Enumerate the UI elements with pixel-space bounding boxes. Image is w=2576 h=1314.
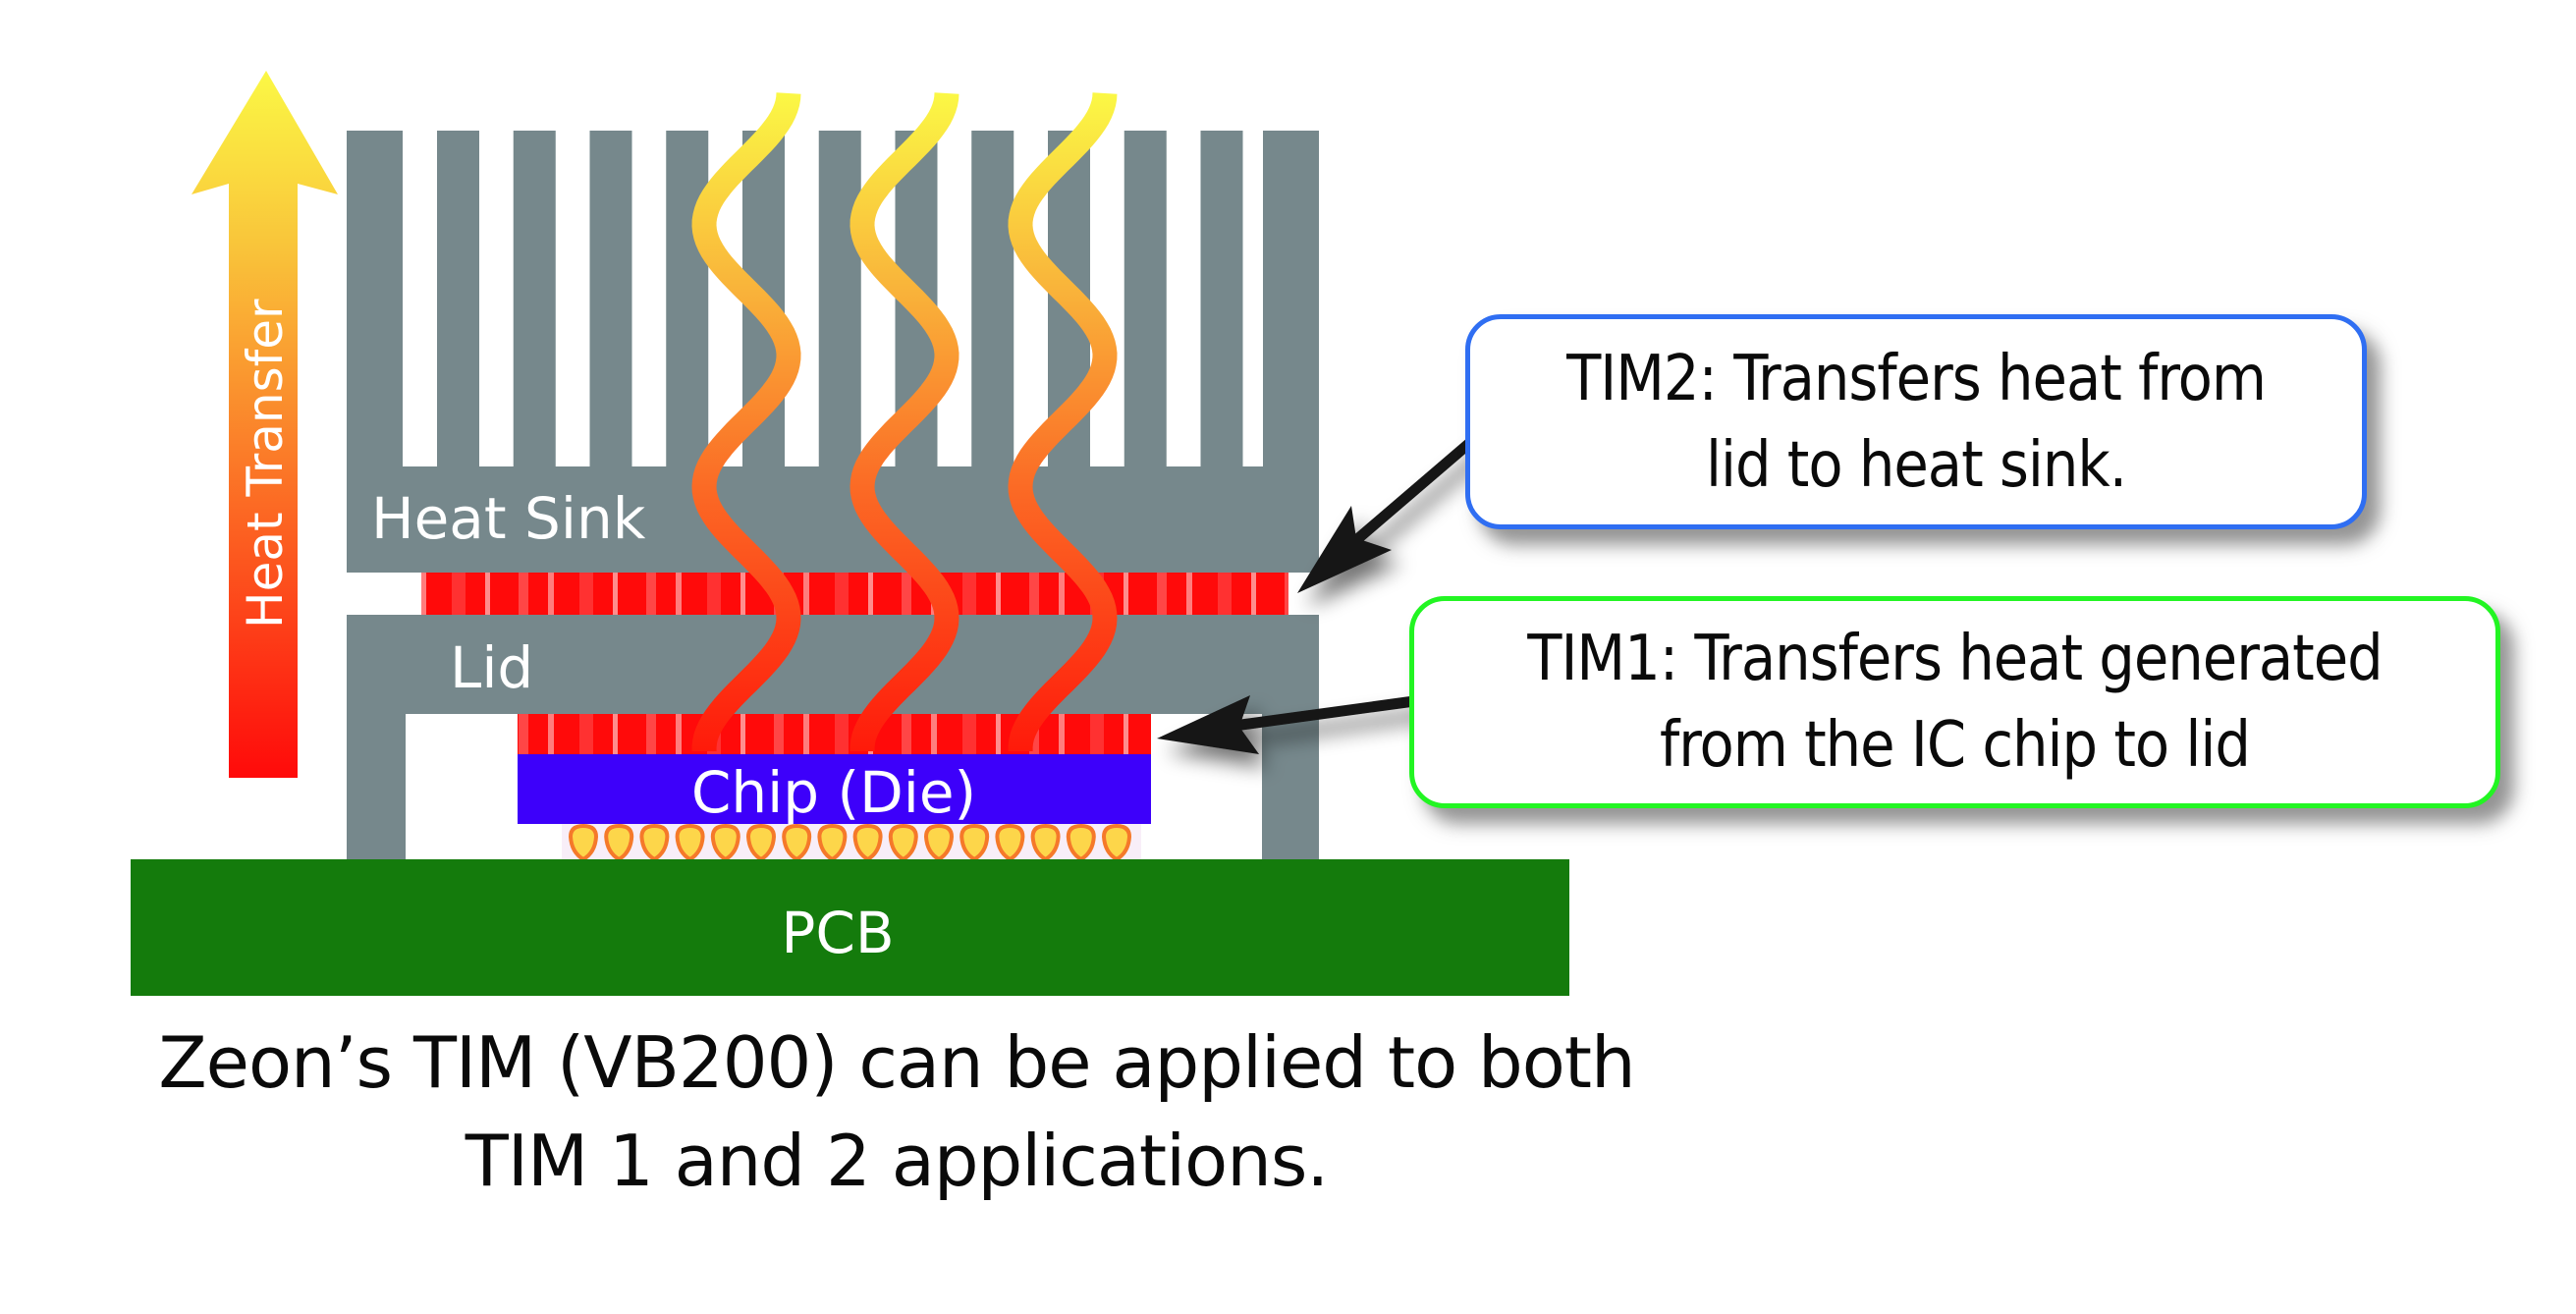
- heat-transfer-arrow-shape: [192, 71, 338, 778]
- tim2-pointer-head: [1297, 506, 1392, 593]
- tim1-layer: [518, 714, 1151, 754]
- solder-ball: [959, 823, 990, 862]
- pcb-shape: [131, 859, 1569, 996]
- heat-sink-label: Heat Sink: [371, 485, 646, 552]
- heat-wave: [1008, 92, 1118, 751]
- heat-sink-fin: [437, 131, 479, 467]
- solder-ball: [639, 823, 670, 862]
- pcb-label: PCB: [781, 900, 894, 966]
- solder-ball: [923, 823, 955, 862]
- heat-sink-fin: [589, 131, 632, 467]
- caption-line-2: TIM 1 and 2 applications.: [465, 1120, 1330, 1202]
- solder-ball: [604, 823, 634, 862]
- heat-transfer-label: Heat Transfer: [237, 299, 294, 629]
- heat-wave: [850, 92, 959, 751]
- tim2-pointer-arrow: [1297, 434, 1479, 593]
- heat-wave: [691, 92, 801, 751]
- tim2-pointer-line: [1330, 434, 1479, 564]
- heat-sink-fin: [1263, 131, 1319, 467]
- chip-die: Chip (Die): [518, 754, 1151, 826]
- heat-transfer-arrow: Heat Transfer: [192, 71, 338, 778]
- heat-sink-fin: [971, 131, 1014, 467]
- tim1-callout: TIM1: Transfers heat generated from the …: [1409, 596, 2500, 808]
- heat-sink-fin: [1200, 131, 1243, 467]
- heat-sink-base: [347, 466, 1319, 573]
- tim2-layer: [421, 573, 1288, 615]
- tim2-callout: TIM2: Transfers heat from lid to heat si…: [1465, 314, 2367, 529]
- heat-sink-fin: [666, 131, 709, 467]
- heat-sink-fin: [818, 131, 861, 467]
- solder-ball: [745, 823, 777, 862]
- chip-label: Chip (Die): [691, 759, 976, 826]
- lid-label: Lid: [450, 634, 533, 701]
- heat-sink-fin: [1124, 131, 1167, 467]
- solder-ball: [782, 823, 812, 862]
- solder-ball: [995, 823, 1025, 862]
- solder-ball: [1101, 823, 1132, 862]
- heat-sink-fins: [347, 131, 1319, 467]
- heat-sink-fin: [513, 131, 556, 467]
- tim1-callout-line-2: from the IC chip to lid: [1660, 709, 2251, 782]
- solder-ball: [1066, 823, 1096, 862]
- heat-sink: Heat Sink: [347, 131, 1319, 573]
- tim1-callout-line-1: TIM1: Transfers heat generated: [1527, 623, 2383, 695]
- solder-ball: [888, 823, 918, 862]
- tim1-pointer-arrow: [1157, 695, 1420, 754]
- tim2-callout-line-1: TIM2: Transfers heat from: [1566, 342, 2267, 415]
- tim1-pointer-head: [1157, 695, 1259, 754]
- solder-balls: [568, 823, 1132, 862]
- solder-ball: [817, 823, 848, 862]
- solder-ball: [675, 823, 705, 862]
- solder-ball: [710, 823, 740, 862]
- solder-ball: [1030, 823, 1061, 862]
- chip-shape: [518, 754, 1151, 824]
- tim1-pointer-line: [1207, 695, 1420, 735]
- heat-waves: [691, 92, 1118, 751]
- tim2-callout-line-2: lid to heat sink.: [1705, 428, 2127, 502]
- solder-ball: [852, 823, 883, 862]
- caption-line-1: Zeon’s TIM (VB200) can be applied to bot…: [158, 1021, 1635, 1104]
- heat-sink-fin: [347, 131, 403, 467]
- solder-ball: [568, 823, 599, 862]
- pcb: PCB: [131, 859, 1569, 996]
